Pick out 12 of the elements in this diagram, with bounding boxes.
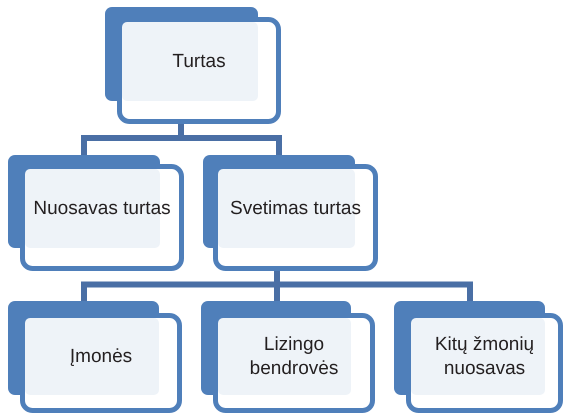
node-label: Turtas (172, 50, 226, 74)
process-box (394, 301, 563, 413)
node-label: Lizingo bendrovės (248, 333, 340, 381)
node-label: Įmonės (70, 345, 132, 369)
process-box (8, 301, 182, 413)
process-box (105, 7, 281, 124)
process-box (203, 155, 378, 271)
node-label: Kitų žmonių nuosavas (434, 333, 536, 381)
node-label: Svetimas turtas (230, 197, 361, 221)
node-label: Nuosavas turtas (33, 197, 171, 221)
process-box (201, 301, 375, 413)
process-box (8, 155, 184, 271)
